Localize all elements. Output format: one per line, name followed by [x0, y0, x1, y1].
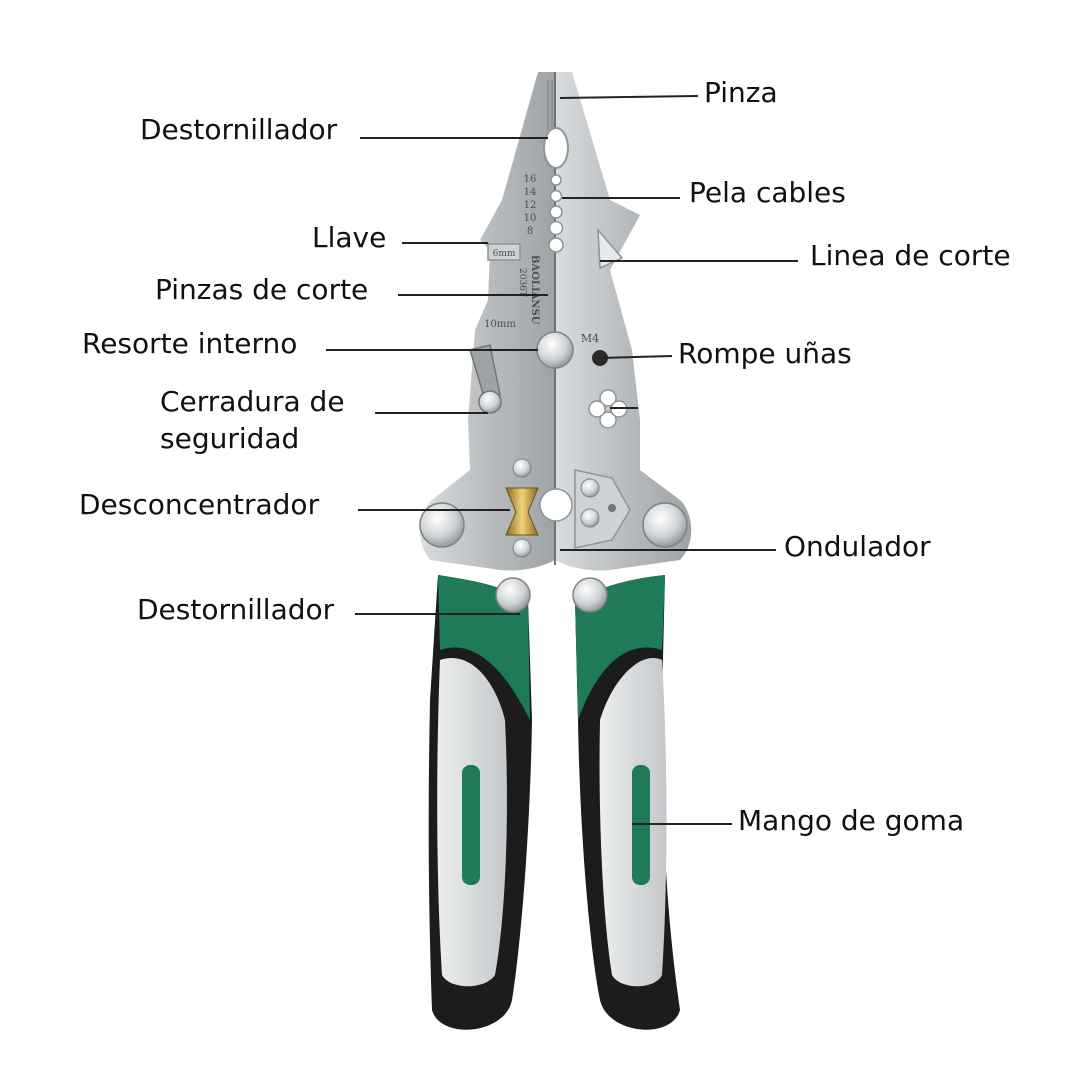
leader-lines — [326, 95, 798, 825]
right-rivet — [642, 502, 688, 548]
left-grip-window — [462, 765, 480, 885]
key-size: 6mm — [493, 249, 516, 259]
gauge-14: 14 — [524, 187, 537, 198]
gauge-16: 16 — [524, 174, 537, 185]
jaw-hole — [543, 127, 569, 169]
model-mark: 2036T — [517, 268, 527, 297]
label-ondulador: Ondulador — [784, 530, 931, 563]
gauge-10: 10 — [524, 213, 537, 224]
pivot-rivet — [536, 331, 574, 369]
thread-size: M4 — [581, 332, 599, 345]
stripper-notches — [548, 174, 564, 253]
label-llave: Llave — [312, 221, 387, 254]
lock-button — [478, 390, 502, 414]
brass-insert — [505, 487, 539, 536]
gauge-8: 8 — [527, 226, 533, 237]
engravings: 16 14 12 10 8 6mm 10mm M4 BAOLIANSU 2036… — [484, 174, 599, 345]
label-cerradura-line2: seguridad — [160, 422, 300, 455]
key-size-large: 10mm — [484, 319, 516, 330]
label-pela-cables: Pela cables — [689, 176, 846, 209]
label-destornillador-bottom: Destornillador — [137, 593, 335, 626]
left-handle — [428, 575, 532, 1030]
label-pinzas-corte: Pinzas de corte — [155, 273, 369, 306]
label-linea-corte: Linea de corte — [810, 239, 1011, 272]
gauge-12: 12 — [524, 200, 537, 211]
label-mango: Mango de goma — [738, 804, 965, 837]
left-rivet — [419, 502, 465, 548]
label-rompe: Rompe uñas — [678, 337, 852, 370]
label-desconcentrador: Desconcentrador — [79, 488, 320, 521]
pliers-head — [419, 72, 692, 613]
right-handle — [575, 575, 680, 1030]
label-cerradura-line1: Cerradura de — [160, 385, 345, 418]
brand-mark: BAOLIANSU — [529, 255, 540, 325]
label-pinza: Pinza — [704, 76, 778, 109]
label-destornillador-top: Destornillador — [140, 113, 338, 146]
label-resorte: Resorte interno — [82, 327, 298, 360]
